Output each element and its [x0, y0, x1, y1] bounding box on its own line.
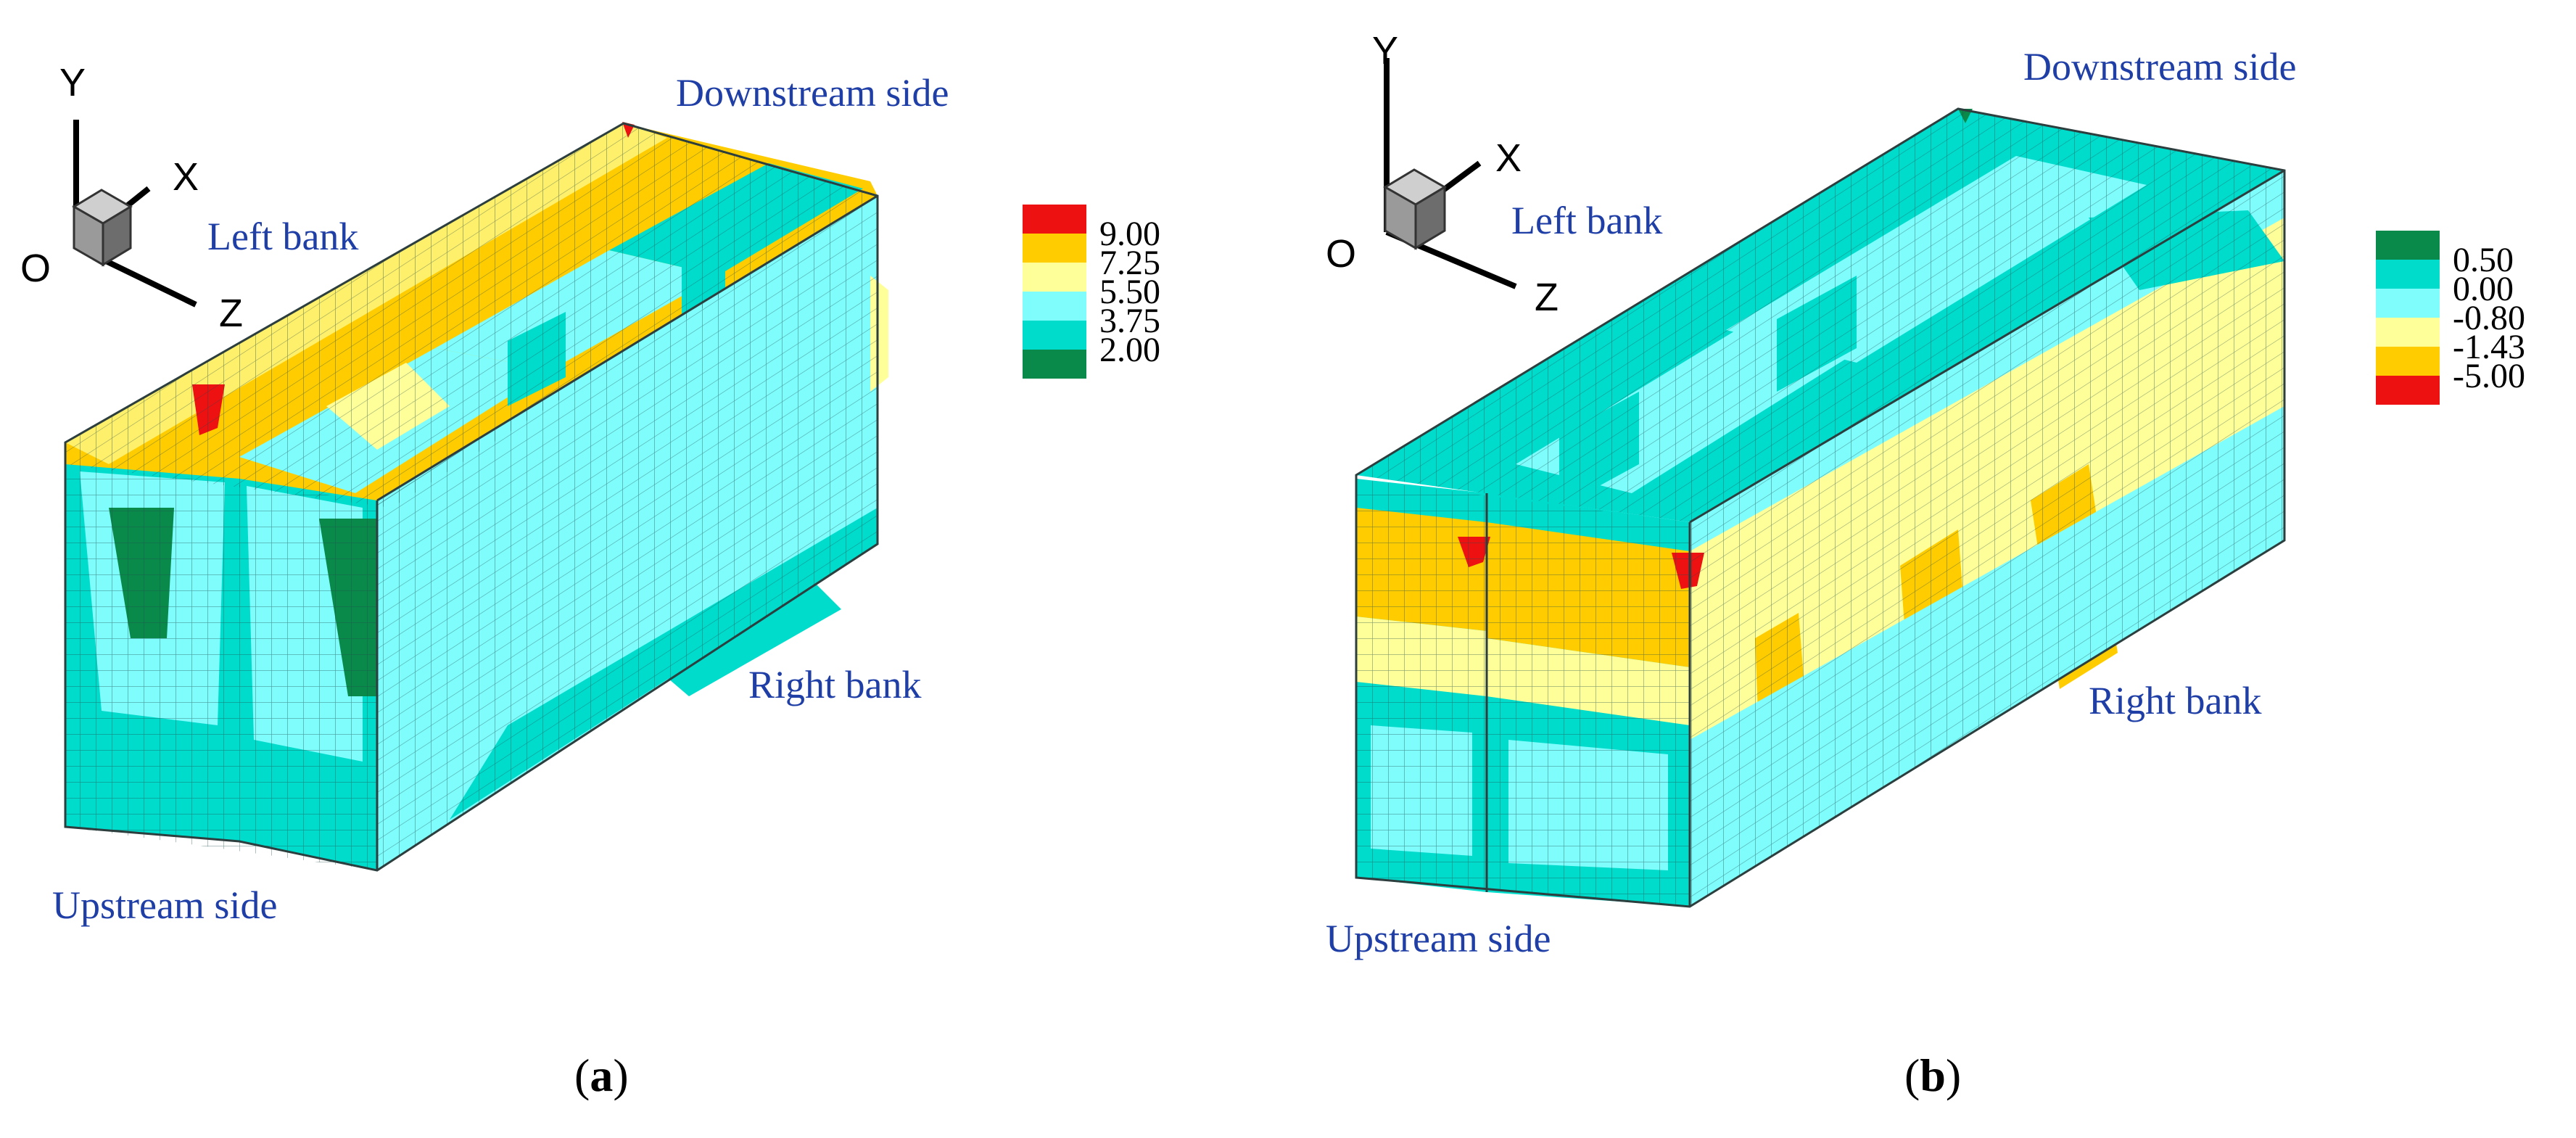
- legend-swatch: [1023, 292, 1086, 321]
- legend-value: 3.75: [1099, 302, 1160, 340]
- legend-swatch: [1023, 321, 1086, 350]
- panel-b: Y X O Z: [1326, 29, 2525, 1101]
- panel-a: Y X O Z: [20, 61, 1160, 1101]
- caption-a: (a): [574, 1050, 629, 1101]
- axis-origin-label: O: [20, 247, 51, 290]
- axis-z-label: Z: [219, 292, 243, 335]
- axis-z-label: Z: [1535, 276, 1559, 319]
- axis-triad-a: Y X O Z: [20, 61, 243, 335]
- legend-b: 0.500.00-0.80-1.43-5.00: [2376, 231, 2525, 405]
- legend-value: 7.25: [1099, 244, 1160, 282]
- legend-swatch: [2376, 318, 2440, 347]
- label-right-bank-b: Right bank: [2089, 679, 2262, 722]
- legend-a: 9.007.255.503.752.00: [1023, 205, 1160, 379]
- label-left-bank-b: Left bank: [1511, 199, 1662, 242]
- label-upstream-b: Upstream side: [1326, 917, 1551, 960]
- dam-model-b: [1355, 107, 2286, 908]
- label-left-bank-a: Left bank: [207, 215, 358, 258]
- legend-value: -5.00: [2453, 357, 2525, 395]
- legend-value: 5.50: [1099, 273, 1160, 311]
- legend-swatch: [1023, 205, 1086, 234]
- legend-value: 2.00: [1099, 331, 1160, 369]
- axis-y-label: Y: [59, 61, 86, 104]
- label-downstream-a: Downstream side: [676, 71, 949, 115]
- legend-swatch: [2376, 289, 2440, 318]
- legend-swatch: [1023, 234, 1086, 263]
- label-upstream-a: Upstream side: [52, 883, 277, 927]
- dam-model-a: [64, 122, 888, 872]
- legend-value: 9.00: [1099, 215, 1160, 253]
- legend-swatch: [2376, 376, 2440, 405]
- axis-x-label: X: [173, 155, 199, 199]
- axis-x-label: X: [1495, 136, 1522, 180]
- legend-value: -0.80: [2453, 299, 2525, 337]
- axis-origin-label: O: [1326, 232, 1356, 276]
- label-downstream-b: Downstream side: [2023, 45, 2296, 88]
- legend-swatch: [2376, 260, 2440, 289]
- axis-y-label: Y: [1372, 29, 1398, 73]
- legend-swatch: [1023, 263, 1086, 292]
- legend-value: 0.00: [2453, 270, 2514, 308]
- legend-swatch: [1023, 350, 1086, 379]
- legend-value: 0.50: [2453, 241, 2514, 279]
- legend-swatch: [2376, 347, 2440, 376]
- label-right-bank-a: Right bank: [748, 663, 922, 706]
- axis-triad-b: Y X O Z: [1326, 29, 1559, 319]
- legend-swatch: [2376, 231, 2440, 260]
- caption-b: (b): [1904, 1050, 1961, 1101]
- legend-value: -1.43: [2453, 328, 2525, 366]
